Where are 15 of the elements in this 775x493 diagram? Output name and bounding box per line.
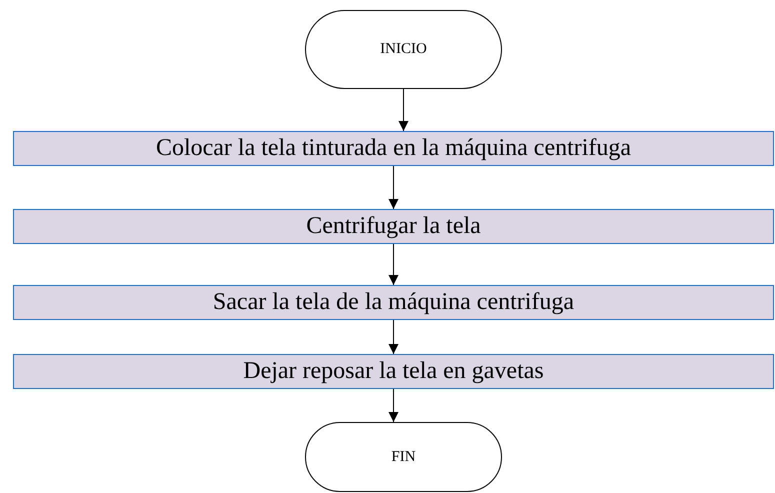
node-label: Sacar la tela de la máquina centrifuga	[212, 289, 574, 316]
node-label: Colocar la tela tinturada en la máquina centrifuga	[156, 135, 632, 162]
arrow	[388, 320, 398, 354]
process-box	[13, 354, 774, 389]
process-box	[13, 209, 774, 244]
arrow	[398, 88, 408, 132]
arrow	[388, 244, 398, 286]
arrow	[388, 388, 398, 422]
process-box	[13, 285, 774, 320]
arrow	[388, 166, 398, 210]
node-label: Centrifugar la tela	[306, 213, 481, 240]
node-label: INICIO	[380, 41, 427, 58]
process-box	[13, 131, 774, 166]
node-label: Dejar reposar la tela en gavetas	[243, 358, 544, 385]
node-label: FIN	[391, 448, 416, 466]
